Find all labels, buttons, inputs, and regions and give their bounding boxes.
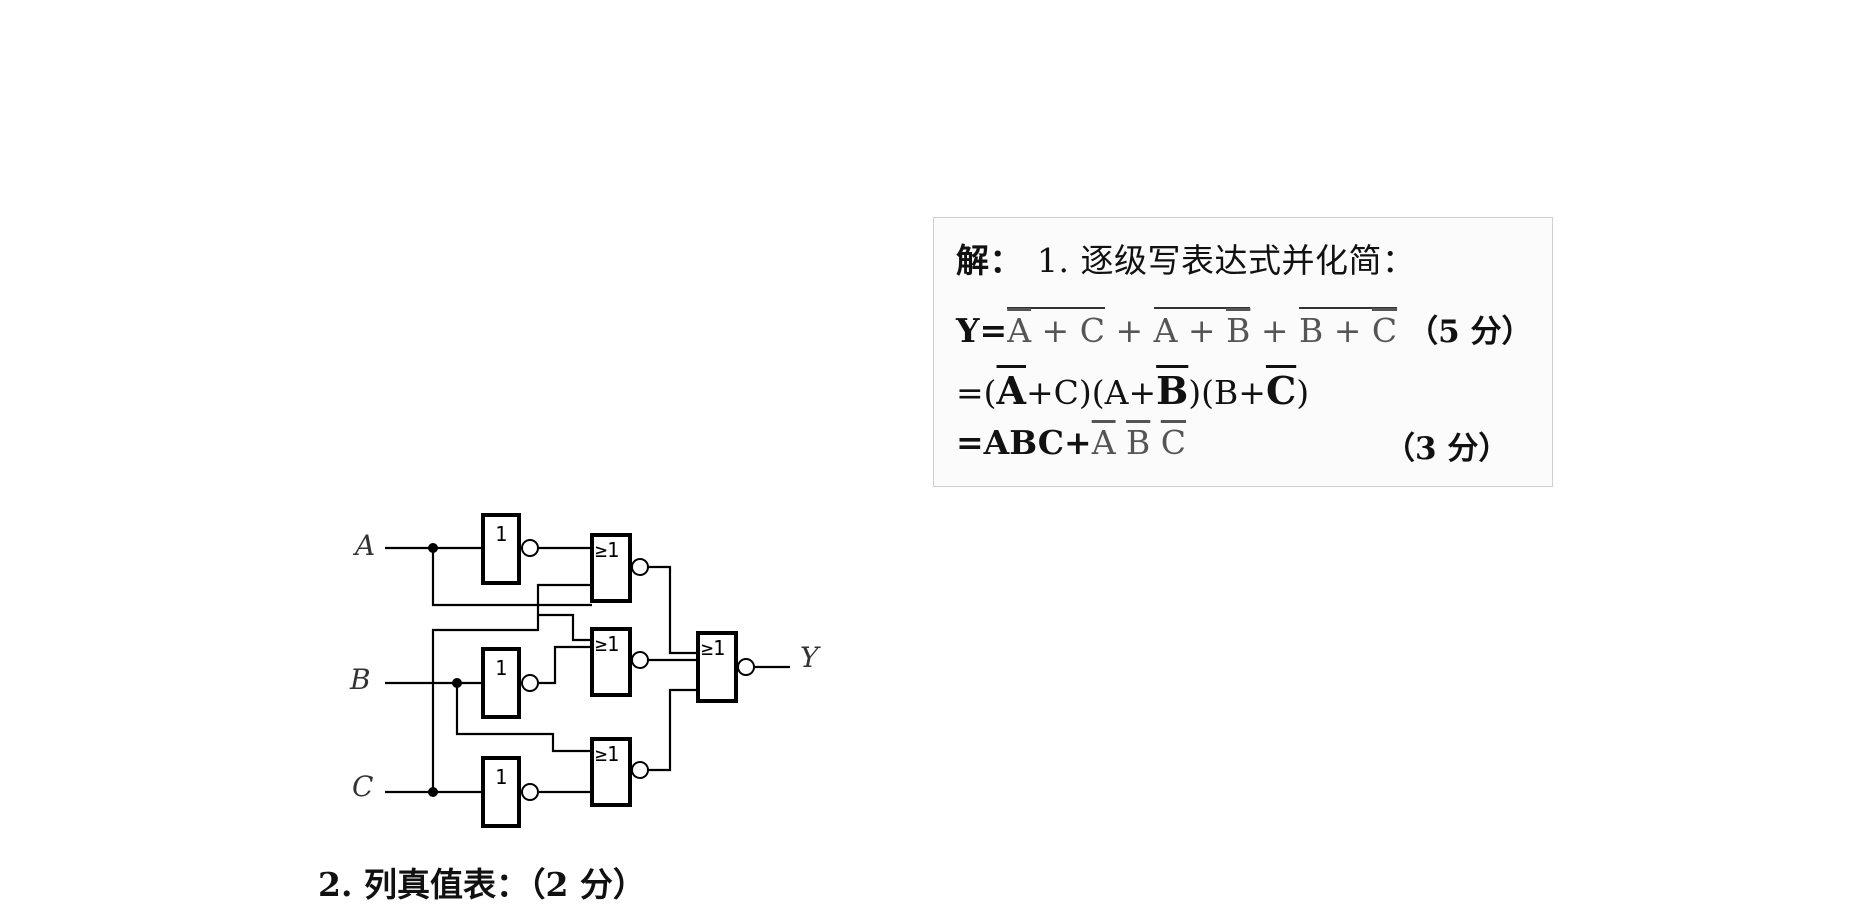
eq2-a-bar: A xyxy=(996,368,1027,413)
nor-gate-2: ≥1 xyxy=(590,627,649,697)
nor-gate-1: ≥1 xyxy=(590,533,649,603)
equation-line-1: Y=A + C + A + B + B + C（5 分） xyxy=(956,306,1532,351)
eq1-term-3: B + C xyxy=(1298,307,1398,350)
equation-line-3: =ABC+A B C xyxy=(956,423,1186,462)
output-label-y: Y xyxy=(800,641,821,674)
eq1-term-2-a: A + xyxy=(1153,311,1227,350)
junction-b xyxy=(452,678,462,688)
eq3-lhs: =ABC+ xyxy=(956,423,1092,462)
wires xyxy=(385,546,790,794)
input-label-b: B xyxy=(349,663,371,696)
eq2-b-bar: B xyxy=(1156,368,1189,413)
eq2-rest-1: +C)(A+ xyxy=(1026,373,1157,412)
not-gate-b: 1 xyxy=(481,647,539,719)
heading-step: 1. 逐级写表达式并化简： xyxy=(1037,241,1416,280)
equation-line-2: =(A+C)(A+B)(B+C) xyxy=(956,368,1309,413)
eq3-a-bar: A xyxy=(1091,423,1116,462)
logic-circuit-diagram: A B C Y 1 1 xyxy=(349,513,821,828)
input-label-c: C xyxy=(352,770,373,803)
not-gate-b-label: 1 xyxy=(495,656,507,680)
eq2-c-bar: C xyxy=(1265,368,1297,413)
eq1-lhs: Y= xyxy=(956,311,1008,350)
eq3-b-bar: B xyxy=(1126,423,1151,462)
solution-heading: 解： 1. 逐级写表达式并化简： xyxy=(956,234,1415,282)
nor-gate-3: ≥1 xyxy=(590,737,649,807)
not-gate-c: 1 xyxy=(481,756,539,828)
junction-a xyxy=(428,543,438,553)
eq2-close: ) xyxy=(1296,373,1310,412)
eq1-plus-1: + xyxy=(1104,311,1154,350)
nor-gate-2-label: ≥1 xyxy=(595,632,619,656)
eq1-term-2: A + B xyxy=(1153,307,1251,350)
nor-gate-1-label: ≥1 xyxy=(595,538,619,562)
not-gate-a-label: 1 xyxy=(495,522,507,546)
not-gate-a: 1 xyxy=(481,513,539,585)
wire-nor1-out xyxy=(648,565,698,655)
nor-gate-final: ≥1 xyxy=(696,631,755,703)
heading-prefix: 解： xyxy=(956,241,1023,280)
eq2-rest-2: )(B+ xyxy=(1188,373,1266,412)
eq1-plus-2: + xyxy=(1250,311,1299,350)
eq1-term-3-b: B + xyxy=(1298,311,1372,350)
junction-c xyxy=(428,787,438,797)
not-gate-c-label: 1 xyxy=(495,765,507,789)
eq3-score: （3 分） xyxy=(1384,431,1510,467)
eq1-term-1-a: A xyxy=(1007,311,1032,350)
eq1-term-1-tail: + C xyxy=(1031,311,1105,350)
eq1-term-3-c: C xyxy=(1371,311,1398,350)
eq1-term-1: A + C xyxy=(1007,307,1105,350)
eq1-score: （5 分） xyxy=(1407,314,1533,350)
nor-gate-3-label: ≥1 xyxy=(595,742,619,766)
eq1-term-2-b: B xyxy=(1226,311,1251,350)
wire-nor3-out xyxy=(648,688,698,772)
eq3-c-bar: C xyxy=(1160,423,1187,462)
wire-b-to-nor3 xyxy=(455,683,592,753)
truth-table-heading: 2. 列真值表：（2 分） xyxy=(318,865,646,904)
input-label-a: A xyxy=(352,529,375,562)
nor-gate-final-label: ≥1 xyxy=(701,636,725,660)
wire-a-to-nor2 xyxy=(538,613,592,642)
eq2-open: =( xyxy=(956,373,997,412)
solution-box: 解：1. 逐级写表达式并化简： Y=A + C + A + B + B + C（… xyxy=(933,217,1553,487)
wire-notb-nor2 xyxy=(539,645,592,685)
